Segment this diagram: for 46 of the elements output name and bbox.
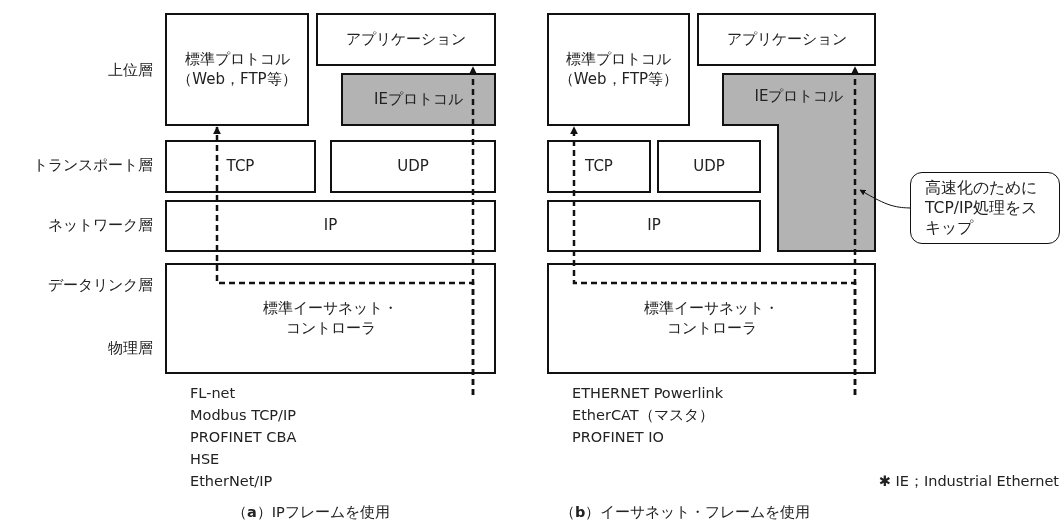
figure-caption: （b）イーサネット・フレームを使用 xyxy=(560,504,811,522)
box-label: IP xyxy=(323,216,338,236)
application-box xyxy=(316,13,496,66)
box-label: IP xyxy=(647,216,661,236)
box-label: 標準イーサネット・コントローラ xyxy=(643,299,780,338)
footnote: ✱ IE；Industrial Ethernet xyxy=(878,473,1059,491)
layer-name: ネットワーク層 xyxy=(48,216,153,234)
protocol-name: Modbus TCP/IP xyxy=(190,407,296,425)
callout-bubble xyxy=(910,172,1060,244)
box-label: 標準プロトコル（Web，FTP等） xyxy=(557,50,680,89)
box-label: TCP xyxy=(226,156,255,177)
layer-box xyxy=(330,140,496,193)
figure-caption: （a）IPフレームを使用 xyxy=(232,504,390,522)
protocol-name: ETHERNET Powerlink xyxy=(572,385,724,403)
protocol-name: PROFINET CBA xyxy=(190,429,297,447)
layer-box xyxy=(657,140,761,193)
box-label: 標準プロトコル（Web，FTP等） xyxy=(176,50,298,89)
box-label: IEプロトコル xyxy=(754,87,844,107)
leader-line xyxy=(859,189,911,209)
arrow xyxy=(851,66,859,395)
box-label: UDP xyxy=(693,156,725,177)
arrow xyxy=(469,66,477,395)
box-label: IEプロトコル xyxy=(374,89,463,110)
box-label: アプリケーション xyxy=(346,29,466,50)
box-label: アプリケーション xyxy=(726,29,847,50)
layer-box xyxy=(547,140,651,193)
protocol-name: FL-net xyxy=(190,385,236,403)
protocol-box xyxy=(547,13,690,126)
layer-box xyxy=(547,200,761,252)
protocol-name: EtherNet/IP xyxy=(190,473,273,491)
callout-text: 高速化のためにTCP/IP処理をスキップ xyxy=(925,177,1038,239)
layer-name: トランスポート層 xyxy=(33,156,153,174)
protocol-name: EtherCAT（マスタ） xyxy=(572,407,714,425)
protocol-name: PROFINET IO xyxy=(572,429,664,447)
box-label: TCP xyxy=(585,156,613,177)
controller-box xyxy=(547,263,876,374)
protocol-name: HSE xyxy=(190,451,220,469)
protocol-box xyxy=(165,13,309,126)
layer-box xyxy=(165,140,316,193)
protocol-box xyxy=(341,73,496,126)
controller-box xyxy=(165,263,496,374)
box-label: 標準イーサネット・コントローラ xyxy=(262,299,399,338)
application-box xyxy=(697,13,876,66)
layer-box xyxy=(165,200,496,252)
box-label: UDP xyxy=(397,156,429,177)
layer-name: データリンク層 xyxy=(48,276,153,294)
